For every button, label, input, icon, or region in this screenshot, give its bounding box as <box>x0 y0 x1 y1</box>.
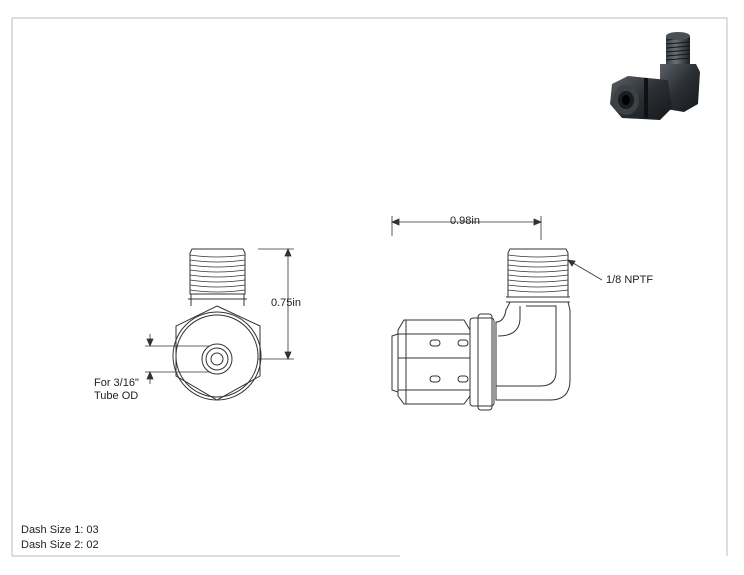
tube-od-note-line1: For 3/16" <box>94 377 139 389</box>
front-thread-lines <box>189 254 246 293</box>
thread-spec-label: 1/8 NPTF <box>606 274 654 286</box>
thread-leader <box>567 259 603 281</box>
side-thread-lines <box>507 254 569 293</box>
height-dimension <box>258 247 294 361</box>
sheet-border <box>11 17 728 557</box>
side-view <box>391 248 571 411</box>
height-dimension-label: 0.75in <box>271 297 301 309</box>
dash-size-block: Dash Size 1: 03 Dash Size 2: 02 <box>21 523 99 553</box>
dash-size-1: Dash Size 1: 03 <box>21 524 99 536</box>
isometric-preview <box>610 32 700 120</box>
tube-od-note-line2: Tube OD <box>94 390 139 402</box>
front-view <box>172 248 262 401</box>
tube-od-dimension <box>145 334 210 384</box>
width-dimension-label: 0.98in <box>450 215 480 227</box>
width-dimension <box>390 216 543 240</box>
tube-od-note: For 3/16" Tube OD <box>94 377 139 403</box>
dash-size-2: Dash Size 2: 02 <box>21 539 99 551</box>
